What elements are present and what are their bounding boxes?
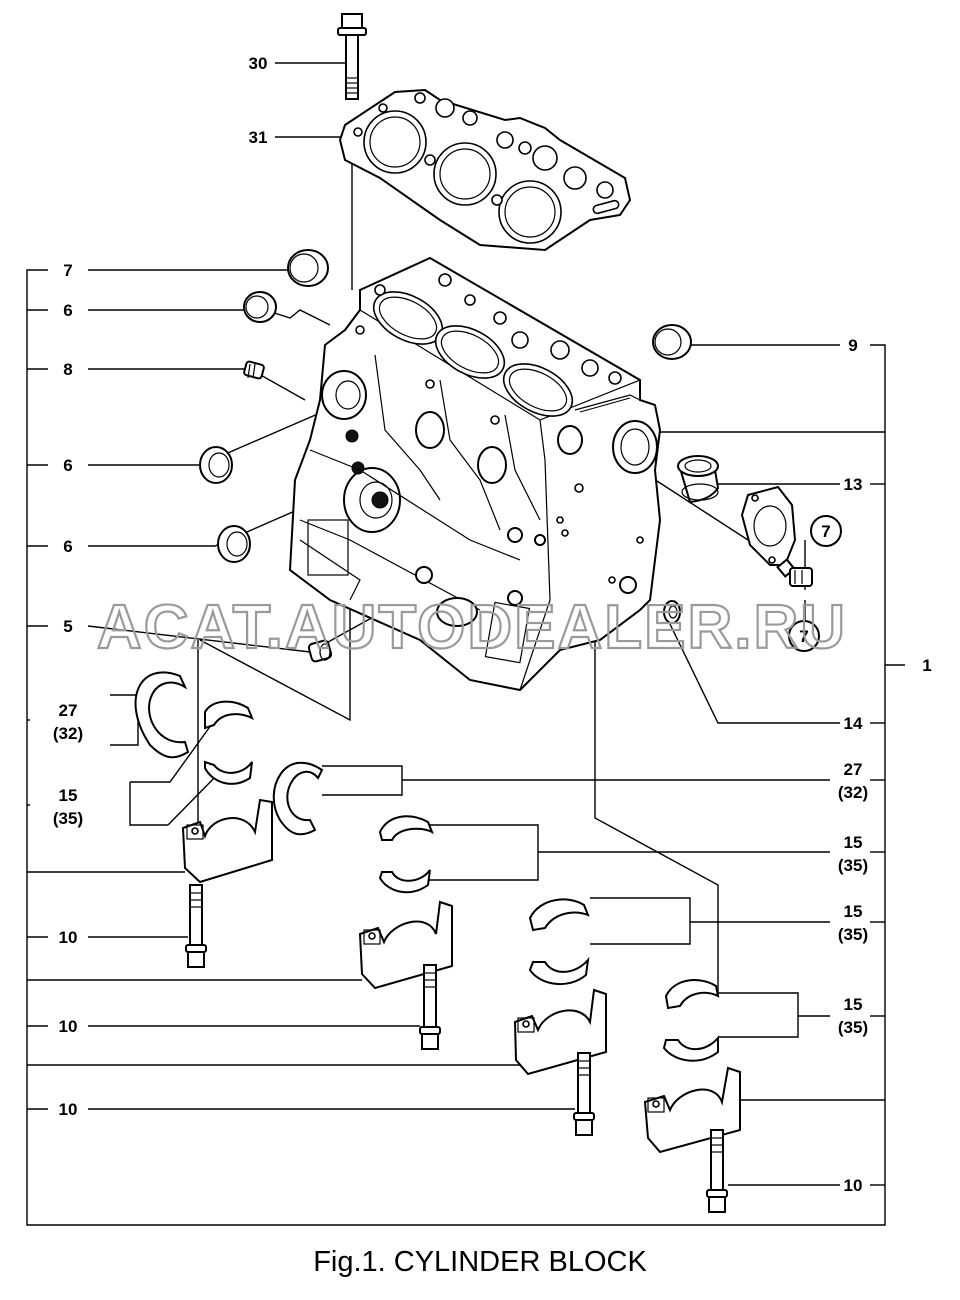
main-bearing-caps [181, 798, 741, 1154]
callout-5: 5 [63, 617, 72, 636]
callout-7-lower-circle: 7 [799, 627, 808, 646]
camshaft-bushing [677, 455, 720, 504]
callout-15-right-2: 15 [844, 902, 863, 921]
callout-8: 8 [63, 360, 72, 379]
callout-32-right: (32) [838, 783, 868, 802]
grouping-frame [26, 269, 905, 1226]
callout-27-right: 27 [844, 760, 863, 779]
callout-13: 13 [844, 475, 863, 494]
callout-10-a: 10 [59, 928, 78, 947]
cap-bolts [185, 884, 728, 1213]
callout-30: 30 [249, 54, 268, 73]
callout-10-right: 10 [844, 1176, 863, 1195]
head-gasket [338, 88, 632, 252]
cylinder-block [288, 256, 662, 692]
figure-caption: Fig.1. CYLINDER BLOCK [313, 1246, 647, 1278]
callout-35-right-2: (35) [838, 925, 868, 944]
oil-seals [199, 446, 251, 563]
bearing-shells [204, 700, 720, 1062]
callout-10-c: 10 [59, 1100, 78, 1119]
callout-27-left: 27 [59, 701, 78, 720]
callout-7-left: 7 [63, 261, 72, 280]
callout-9: 9 [848, 336, 857, 355]
head-bolt [337, 13, 367, 100]
watermark: ACAT.AUTODEALER.RU [97, 593, 847, 662]
flange-plate [740, 485, 842, 652]
seal-14 [663, 600, 681, 624]
callout-6-low: 6 [63, 537, 72, 556]
callout-10-b: 10 [59, 1017, 78, 1036]
plugs [243, 249, 692, 663]
callout-7-upper-circle: 7 [821, 522, 830, 541]
callout-6-mid: 6 [63, 456, 72, 475]
callout-35-right-3: (35) [838, 1018, 868, 1037]
callout-15-right-3: 15 [844, 995, 863, 1014]
callout-labels: 30 31 7 6 8 6 6 5 27 (32) 15 (35) 10 10 … [53, 54, 932, 1195]
callout-31: 31 [249, 128, 268, 147]
thrust-washers-left [134, 671, 190, 759]
callout-14: 14 [844, 714, 863, 733]
callout-35-left: (35) [53, 809, 83, 828]
callout-32-left: (32) [53, 724, 83, 743]
callout-1: 1 [922, 656, 931, 675]
callout-35-right-1: (35) [838, 856, 868, 875]
thrust-washers-right [272, 761, 324, 836]
callout-15-left: 15 [59, 786, 78, 805]
callout-6-top: 6 [63, 301, 72, 320]
callout-15-right-1: 15 [844, 833, 863, 852]
